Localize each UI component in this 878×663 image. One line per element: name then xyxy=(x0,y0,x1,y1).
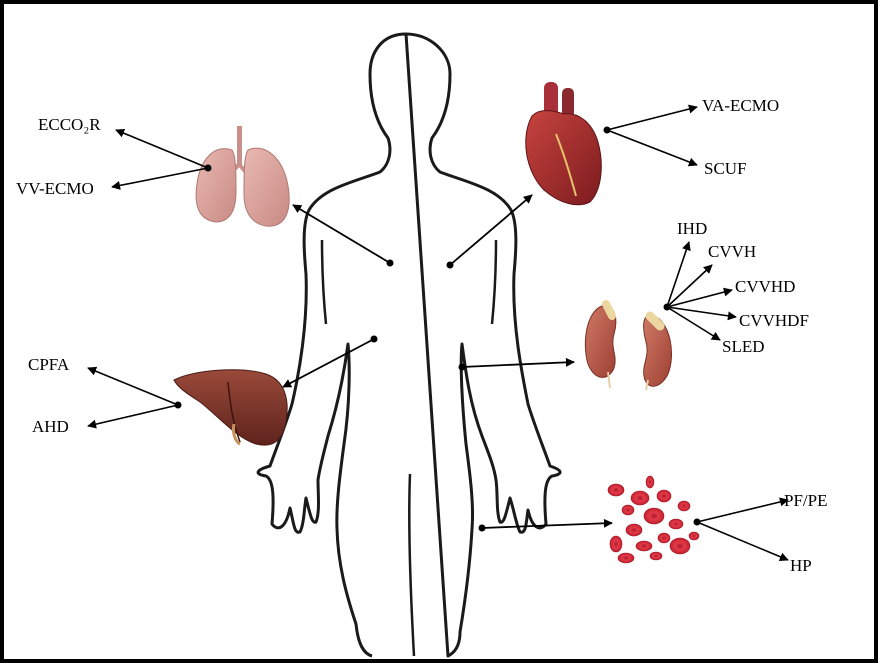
label-ecco2r: ECCO₂R xyxy=(38,115,101,134)
arrow-to-kidneys xyxy=(462,362,574,367)
arrow-ahd xyxy=(88,405,178,426)
liver-illustration xyxy=(174,370,287,445)
label-vv-ecmo: VV-ECMO xyxy=(16,179,94,198)
arrow-scuf xyxy=(607,130,697,165)
label-pf-pe: PF/PE xyxy=(784,491,827,510)
arrow-cvvhdf xyxy=(667,307,736,317)
arrow-to-liver xyxy=(283,339,374,387)
arrow-cpfa xyxy=(88,368,178,405)
label-cvvh: CVVH xyxy=(708,242,756,261)
arrow-ecco2r xyxy=(116,130,208,168)
kidneys-illustration xyxy=(585,304,671,390)
arrow-to-heart xyxy=(450,195,532,265)
label-sled: SLED xyxy=(722,337,765,356)
label-va-ecmo: VA-ECMO xyxy=(702,96,779,115)
blood-cells-illustration xyxy=(608,476,699,563)
heart-illustration xyxy=(526,82,602,205)
arrow-vv-ecmo xyxy=(112,168,208,187)
label-ihd: IHD xyxy=(677,219,707,238)
arrow-to-lungs xyxy=(293,205,390,263)
arrow-sled xyxy=(667,307,720,340)
arrow-hp xyxy=(697,522,788,560)
label-cvvhd: CVVHD xyxy=(735,277,795,296)
diagram-svg: ECCO₂R VV-ECMO VA-ECMO SCUF IHD CVVH CVV… xyxy=(4,4,874,659)
label-ahd: AHD xyxy=(32,417,69,436)
lungs-illustration xyxy=(196,126,289,226)
label-hp: HP xyxy=(790,556,812,575)
arrow-va-ecmo xyxy=(607,107,697,130)
body-origin-dots xyxy=(371,260,486,532)
label-cpfa: CPFA xyxy=(28,355,70,374)
label-scuf: SCUF xyxy=(704,159,747,178)
label-cvvhdf: CVVHDF xyxy=(739,311,809,330)
body-to-organ-arrows xyxy=(283,195,612,528)
arrow-pf-pe xyxy=(697,500,788,522)
